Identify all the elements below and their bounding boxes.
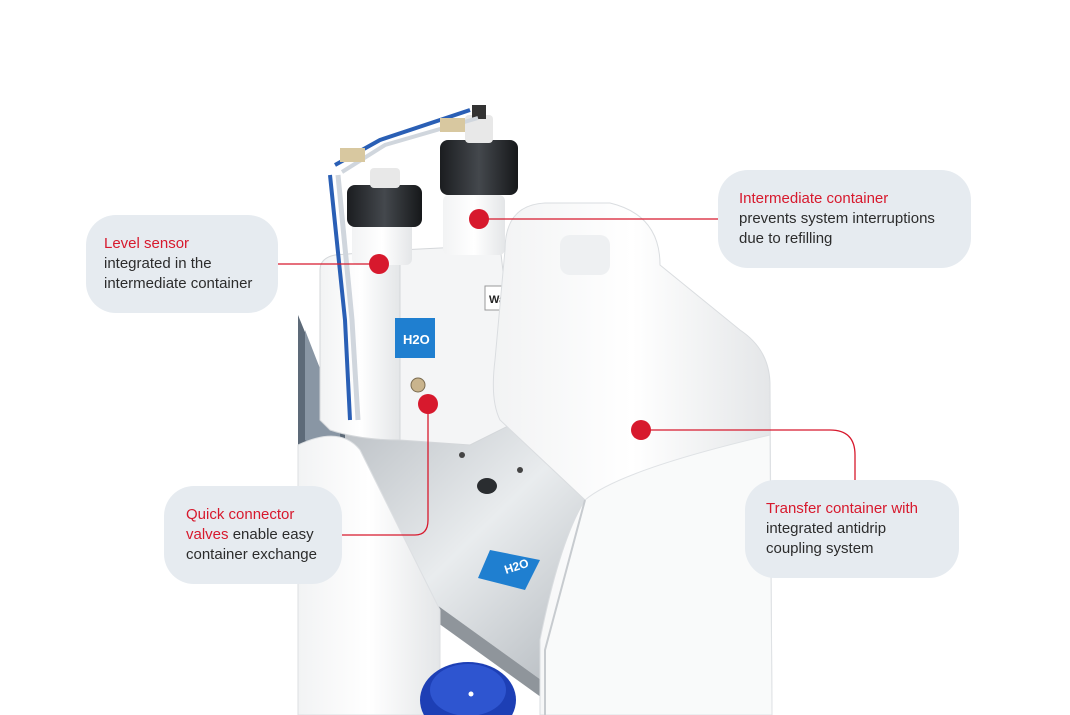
callout-title: Quick connector [186,506,295,523]
tubing [328,108,479,421]
callout-text-line: due to refilling [739,230,833,247]
h2o-label-bottle [395,318,435,358]
callout-lines [278,218,856,536]
callout-intermediate-container: Intermediate container prevents system i… [718,170,971,268]
callout-text-line: prevents system interruptions [739,210,935,227]
callout-text-line: container exchange [186,546,317,563]
callout-dots [369,209,651,440]
callout-transfer-container: Transfer container with integrated antid… [745,480,959,578]
callout-title-cont: valves [186,526,229,543]
callout-title: Level sensor [104,235,190,252]
h2o-label-tray [478,550,540,590]
callout-text: enable easy [228,526,314,543]
dot-quick-connector [418,394,438,414]
callout-title: Transfer container with [766,500,919,517]
dot-intermediate-container [469,209,489,229]
bottle-caps [347,105,518,227]
h2o-label-bottle-text: H2O [403,332,430,347]
callout-text-line: intermediate container [104,275,253,292]
callout-quick-connector: Quick connector valves enable easy conta… [164,486,342,584]
callout-text-line: integrated in the [104,255,212,272]
dot-transfer-container [631,420,651,440]
callout-text-line: coupling system [766,540,874,557]
dot-level-sensor [369,254,389,274]
callout-title: Intermediate container [739,190,889,207]
callout-text-line: integrated antidrip [766,520,887,537]
transfer-container [492,202,773,715]
callout-text-line: valves enable easy [186,525,342,545]
callout-level-sensor: Level sensor integrated in the intermedi… [86,215,278,313]
